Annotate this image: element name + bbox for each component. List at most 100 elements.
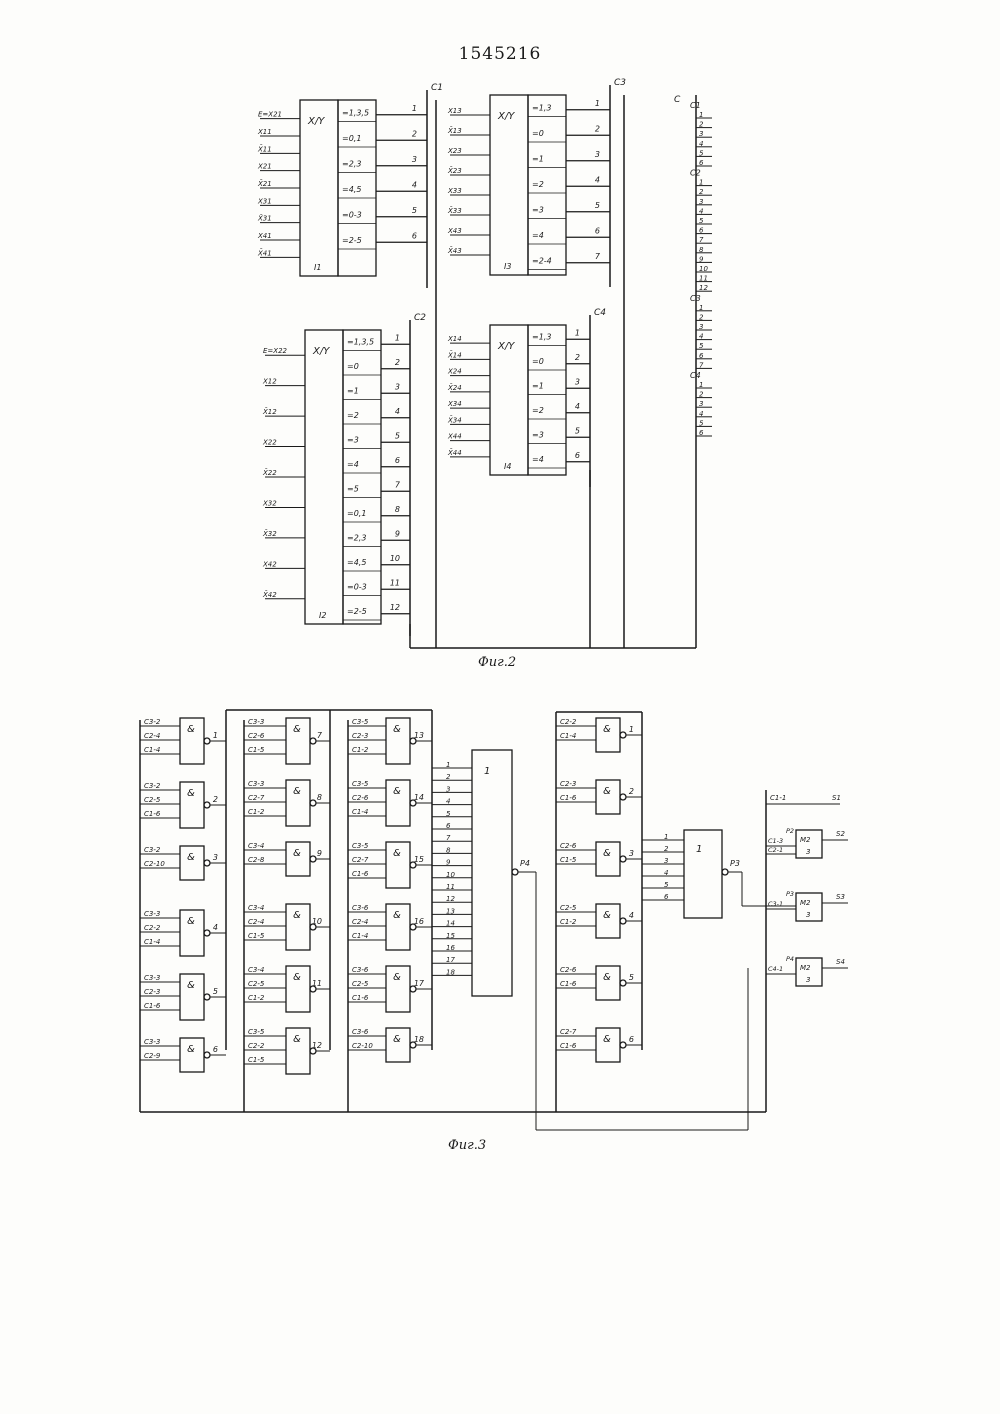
and-column-4-inverter-bubble bbox=[620, 980, 626, 986]
decoder-3-output-number: 4 bbox=[595, 175, 600, 184]
and-column-4-input-label: C1-6 bbox=[560, 980, 577, 988]
and-column-2-output-number: 8 bbox=[317, 793, 322, 802]
bus-tap-number: 6 bbox=[699, 159, 704, 167]
big-or-input-number: 13 bbox=[446, 907, 455, 915]
small-or-input-number: 3 bbox=[664, 857, 668, 865]
bus-tap-number: 6 bbox=[699, 352, 704, 360]
decoder-2-input-label: X32 bbox=[262, 499, 277, 507]
decoder-4-input-label: X24 bbox=[447, 368, 462, 376]
decoder-2-bus-label: C2 bbox=[414, 313, 426, 323]
decoder-4-bus-label: C4 bbox=[594, 308, 606, 318]
mux-unit-name: M2 bbox=[800, 899, 811, 907]
and-column-1-output-number: 4 bbox=[213, 923, 218, 932]
and-column-2-input-label: C2-2 bbox=[248, 1042, 265, 1050]
and-column-1-and-symbol: & bbox=[187, 916, 195, 927]
mux-output-label: S3 bbox=[836, 893, 845, 901]
and-column-3-and-symbol: & bbox=[393, 910, 401, 921]
decoder-1-input-label: X41 bbox=[257, 232, 272, 240]
and-column-2-input-label: C3-3 bbox=[248, 718, 264, 726]
mux-input-label: C1-3 bbox=[768, 837, 783, 845]
big-or-input-number: 12 bbox=[446, 895, 455, 903]
bus-tap-number: 3 bbox=[699, 198, 703, 206]
and-column-3-and-symbol: & bbox=[393, 848, 401, 859]
and-column-2-inverter-bubble bbox=[310, 738, 316, 744]
big-or-input-number: 16 bbox=[446, 944, 455, 952]
decoder-4-input-label: X34 bbox=[447, 400, 462, 408]
and-column-2-output-number: 12 bbox=[312, 1041, 322, 1050]
decoder-1-input-label: X21 bbox=[257, 163, 272, 171]
and-column-4-inverter-bubble bbox=[620, 732, 626, 738]
and-column-1-output-number: 3 bbox=[213, 853, 218, 862]
decoder-1-input-label: X31 bbox=[257, 197, 272, 205]
decoder-2-input-label: X22 bbox=[262, 439, 277, 447]
decoder-3-output-number: 3 bbox=[595, 150, 600, 159]
and-column-3-input-label: C3-5 bbox=[352, 718, 369, 726]
decoder-2-cell-label: =0-3 bbox=[347, 583, 367, 592]
and-column-2-input-label: C1-5 bbox=[248, 746, 265, 754]
decoder-2-output-number: 4 bbox=[395, 407, 400, 416]
mux-p-label: P4 bbox=[786, 955, 794, 963]
and-column-3-output-number: 15 bbox=[414, 855, 424, 864]
decoder-3-input-label: X̄13 bbox=[447, 126, 462, 135]
and-column-3-input-label: C2-4 bbox=[352, 918, 368, 926]
and-column-3-output-number: 16 bbox=[414, 917, 424, 926]
and-column-3-and-symbol: & bbox=[393, 724, 401, 735]
mux-c1-label: C1-1 bbox=[770, 794, 786, 802]
and-column-2-input-label: C2-8 bbox=[248, 856, 265, 864]
decoder-2-cell-label: =1,3,5 bbox=[347, 338, 374, 347]
bus-tap-number: 7 bbox=[699, 236, 704, 244]
and-column-3-output-number: 13 bbox=[414, 731, 424, 740]
decoder-3-bus-label: C3 bbox=[614, 78, 626, 88]
decoder-2-output-number: 2 bbox=[395, 358, 400, 367]
decoder-4-output-number: 3 bbox=[575, 377, 580, 386]
decoder-1-cell-label: =2-5 bbox=[342, 236, 362, 245]
mux-p-label: P3 bbox=[786, 890, 794, 898]
and-column-1-input-label: C1-6 bbox=[144, 810, 161, 818]
and-column-1-input-label: C2-5 bbox=[144, 796, 161, 804]
bus-tap-number: 4 bbox=[699, 140, 703, 148]
and-column-1-inverter-bubble bbox=[204, 994, 210, 1000]
decoder-3-input-label: X̄23 bbox=[447, 166, 462, 175]
decoder-4-cell-block bbox=[528, 325, 566, 475]
decoder-1-bus-label: C1 bbox=[431, 83, 443, 93]
and-column-1-input-label: C3-3 bbox=[144, 910, 160, 918]
and-column-1-input-label: C3-3 bbox=[144, 1038, 160, 1046]
decoder-1-cell-label: =0-3 bbox=[342, 211, 362, 220]
bus-tap-number: 4 bbox=[699, 410, 703, 418]
decoder-1-output-number: 4 bbox=[412, 180, 417, 189]
decoder-2-cell-label: =3 bbox=[347, 436, 359, 445]
and-column-4-and-symbol: & bbox=[603, 910, 611, 921]
decoder-4-cell-label: =3 bbox=[532, 431, 544, 440]
big-or-input-number: 5 bbox=[446, 810, 451, 818]
decoder-3-input-label: X̄43 bbox=[447, 246, 462, 255]
and-column-1-input-label: C2-2 bbox=[144, 924, 161, 932]
big-or-input-number: 11 bbox=[446, 883, 455, 891]
decoder-4-output-number: 5 bbox=[575, 426, 580, 435]
decoder-3-input-label: X13 bbox=[447, 107, 462, 115]
and-column-4-and-symbol: & bbox=[603, 724, 611, 735]
and-column-4-output-number: 2 bbox=[629, 787, 634, 796]
and-column-3-input-label: C1-6 bbox=[352, 870, 369, 878]
decoder-2-input-label: X̄32 bbox=[262, 529, 277, 538]
and-column-3-input-label: C1-6 bbox=[352, 994, 369, 1002]
decoder-2-output-number: 11 bbox=[390, 578, 400, 587]
big-or-input-number: 3 bbox=[446, 785, 450, 793]
bus-tap-number: 3 bbox=[699, 130, 703, 138]
decoder-2-cell-label: =2 bbox=[347, 411, 359, 420]
and-column-3-input-label: C2-6 bbox=[352, 794, 369, 802]
decoder-2-output-number: 9 bbox=[395, 529, 400, 538]
and-column-4-input-label: C1-6 bbox=[560, 794, 577, 802]
decoder-2-output-number: 10 bbox=[390, 554, 400, 563]
and-column-1-output-number: 5 bbox=[213, 987, 218, 996]
mux-p-label: P2 bbox=[786, 827, 794, 835]
and-column-4-output-number: 4 bbox=[629, 911, 634, 920]
decoder-1-output-number: 5 bbox=[412, 206, 417, 215]
and-column-4-inverter-bubble bbox=[620, 918, 626, 924]
decoder-2-cell-block bbox=[343, 330, 381, 624]
and-column-4-and-symbol: & bbox=[603, 972, 611, 983]
and-column-2-input-label: C2-7 bbox=[248, 794, 265, 802]
decoder-2-output-number: 7 bbox=[395, 480, 401, 489]
decoder-2-input-label: X̄22 bbox=[262, 468, 277, 477]
decoder-1-xy-label: X/Y bbox=[307, 116, 325, 127]
